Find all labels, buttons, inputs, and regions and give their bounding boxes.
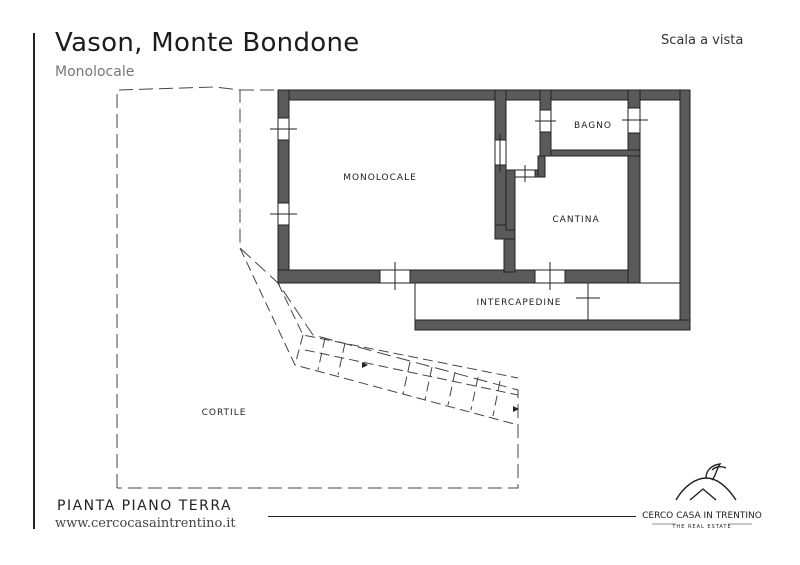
room-label-bagno: BAGNO (574, 121, 612, 131)
left-accent-bar (33, 33, 35, 529)
logo-name: CERCO CASA IN TRENTINO (642, 511, 762, 521)
courtyard-boundary (116, 86, 519, 489)
company-logo: CERCO CASA IN TRENTINO THE REAL ESTATE (642, 463, 762, 530)
house-icon (675, 463, 737, 501)
floor-label: PIANTA PIANO TERRA (57, 498, 233, 514)
courtyard-path (239, 247, 519, 426)
intercapedine-lines (414, 99, 680, 330)
room-label-monolocale: MONOLOCALE (343, 173, 417, 183)
scale-note: Scala a vista (661, 33, 744, 48)
page-title: Vason, Monte Bondone (55, 28, 360, 58)
room-label-cantina: CANTINA (552, 215, 599, 225)
page-subtitle: Monolocale (55, 64, 135, 80)
windows (270, 107, 648, 290)
website-link[interactable]: www.cercocasaintrentino.it (55, 516, 236, 531)
room-label-intercapedine: INTERCAPEDINE (477, 298, 562, 308)
footer-divider (268, 516, 636, 517)
room-label-cortile: CORTILE (202, 408, 247, 418)
step-arrows (362, 362, 519, 412)
logo-tagline: THE REAL ESTATE (671, 524, 731, 530)
